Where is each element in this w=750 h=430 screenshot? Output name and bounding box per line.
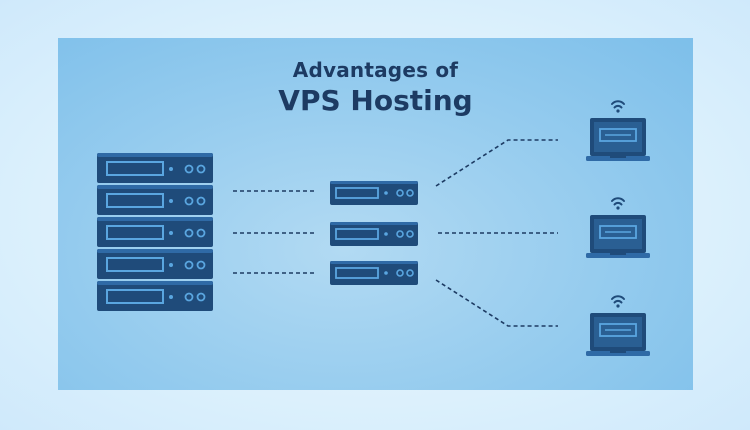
vps-diagram bbox=[96, 100, 651, 357]
client-laptops bbox=[585, 100, 651, 357]
laptop-icon bbox=[585, 295, 651, 357]
title-line-1: Advantages of bbox=[292, 58, 459, 82]
diagram-panel: Advantages of VPS Hosting bbox=[58, 38, 693, 390]
virtual-server-icon bbox=[329, 221, 419, 247]
main-server-rack bbox=[96, 152, 214, 312]
laptop-icon bbox=[585, 197, 651, 259]
connectors-left bbox=[233, 190, 316, 274]
server-rack-icon bbox=[96, 280, 214, 312]
virtual-servers bbox=[329, 180, 419, 286]
virtual-server-icon bbox=[329, 260, 419, 286]
virtual-server-icon bbox=[329, 180, 419, 206]
server-rack-icon bbox=[96, 184, 214, 216]
server-rack-icon bbox=[96, 152, 214, 184]
server-rack-icon bbox=[96, 216, 214, 248]
connectors-right bbox=[435, 139, 558, 327]
laptop-icon bbox=[585, 100, 651, 162]
title-line-2: VPS Hosting bbox=[278, 84, 473, 117]
server-rack-icon bbox=[96, 248, 214, 280]
